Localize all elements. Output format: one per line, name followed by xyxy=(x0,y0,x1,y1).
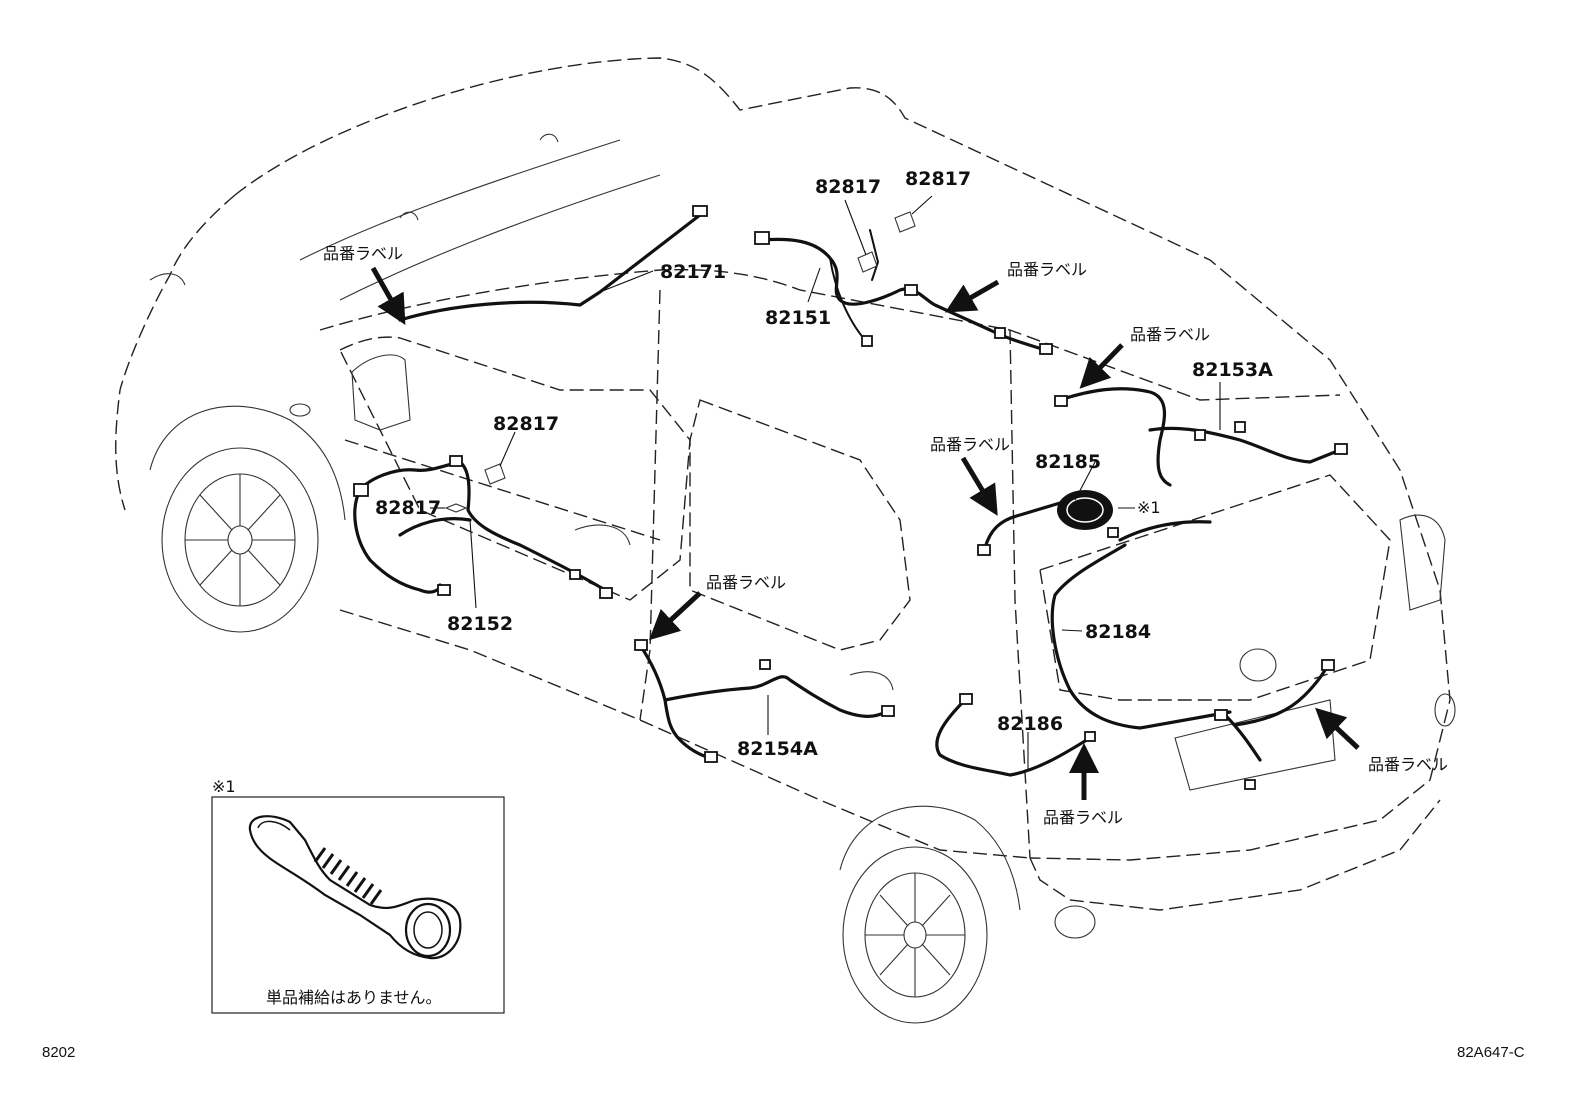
detail-box-caption: 単品補給はありません。 xyxy=(266,988,442,1007)
grommet-illustration xyxy=(248,815,462,960)
harness-82153a xyxy=(1054,387,1348,487)
part-number-labels: 82171 82817 82817 82151 82153A 82185 828… xyxy=(375,168,1273,760)
harness-82171 xyxy=(398,205,708,322)
part-82184-label: 82184 xyxy=(1085,621,1151,643)
diagram-code-right: 82A647-C xyxy=(1457,1044,1525,1061)
part-82152-label: 82152 xyxy=(447,613,513,635)
part-label-text-roof: 品番ラベル xyxy=(1007,260,1087,279)
diagram-code-left: 8202 xyxy=(42,1044,75,1061)
part-82153a-label: 82153A xyxy=(1192,359,1273,381)
part-82817-door-label: 82817 xyxy=(493,413,559,435)
part-82185-label: 82185 xyxy=(1035,451,1101,473)
harness-rear-gate xyxy=(1214,659,1335,790)
harness-82152 xyxy=(353,455,613,599)
part-label-texts: 品番ラベル 品番ラベル 品番ラベル 品番ラベル 品番ラベル 品番ラベル 品番ラベ… xyxy=(323,244,1448,827)
vehicle-body-outline xyxy=(115,57,1451,911)
detail-box-frame xyxy=(211,796,505,1014)
note-marker-on-grommet: ※1 xyxy=(1137,498,1161,517)
harness-82185 xyxy=(977,490,1119,556)
leader-lines xyxy=(430,195,1221,770)
part-82151-label: 82151 xyxy=(765,307,831,329)
harness-82186 xyxy=(935,693,1096,777)
part-82186-label: 82186 xyxy=(997,713,1063,735)
detail-box: ※1 単品補給はありません。 xyxy=(211,777,505,1014)
part-label-text-back-door: 品番ラベル xyxy=(1368,755,1448,774)
part-82171-label: 82171 xyxy=(660,261,726,283)
part-label-text-rear-door: 品番ラベル xyxy=(706,573,786,592)
harness-82184 xyxy=(1050,520,1232,730)
part-82817-door-inner-label: 82817 xyxy=(375,497,441,519)
part-82817-top-right-label: 82817 xyxy=(905,168,971,190)
detail-box-marker: ※1 xyxy=(212,777,236,796)
part-label-text-front: 品番ラベル xyxy=(323,244,403,263)
part-label-text-rear-lower: 品番ラベル xyxy=(1043,808,1123,827)
harness-82154a xyxy=(634,639,895,763)
part-label-arrows xyxy=(370,266,1360,800)
harness-82151 xyxy=(754,229,1053,355)
part-82817-top-left-label: 82817 xyxy=(815,176,881,198)
tag-82817-shapes xyxy=(444,211,916,513)
part-label-text-roof-rear: 品番ラベル xyxy=(1130,325,1210,344)
part-82154a-label: 82154A xyxy=(737,738,818,760)
part-label-text-quarter: 品番ラベル xyxy=(930,435,1010,454)
